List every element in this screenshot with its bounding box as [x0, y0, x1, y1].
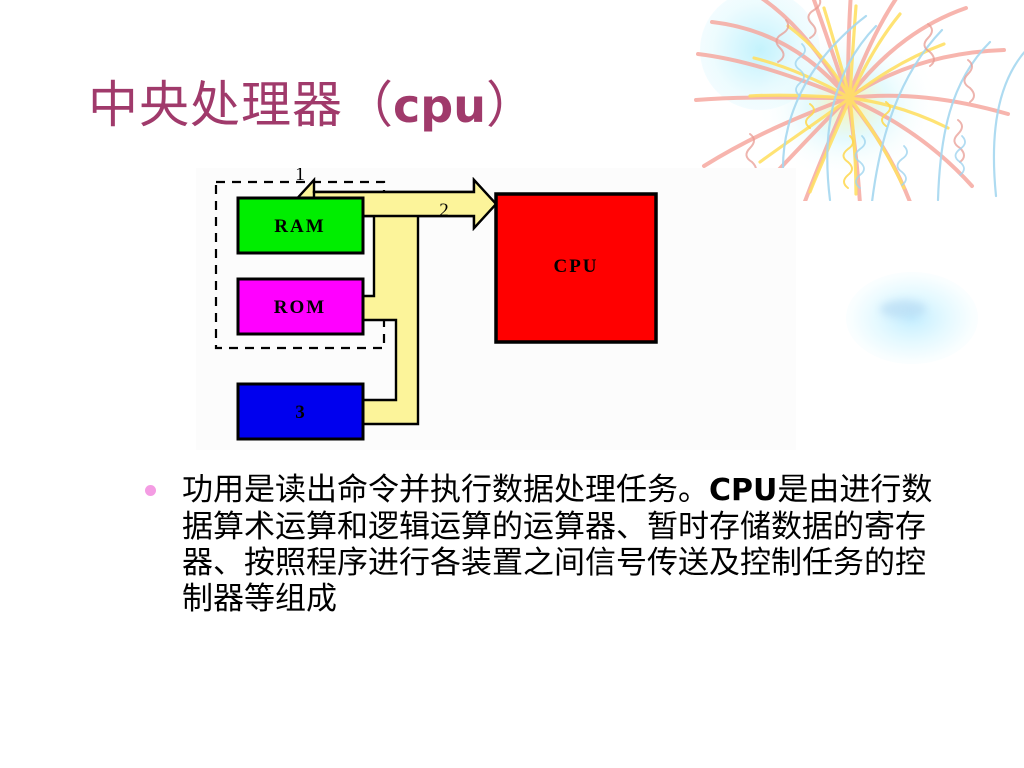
- body-bullet-block: 功用是读出命令并执行数据处理任务。CPU是由进行数据算术运算和逻辑运算的运算器、…: [138, 472, 938, 617]
- page-title: 中央处理器（cpu）: [88, 80, 708, 148]
- title-cjk-text: 中央处理器: [88, 77, 343, 133]
- rom-box: ROM: [236, 277, 365, 336]
- title-latin-text: cpu: [393, 79, 486, 133]
- svg-text:RAM: RAM: [274, 216, 325, 237]
- blue-wash-decoration: [700, 0, 820, 110]
- body-text-cpu: CPU: [709, 473, 778, 508]
- cpu-architecture-diagram: 2 1 RAM ROM 3 CPU: [196, 168, 796, 450]
- dashed-group-label: 1: [295, 168, 305, 185]
- svg-text:3: 3: [295, 402, 305, 423]
- device-box: 3: [236, 382, 365, 441]
- bus-label: 2: [439, 200, 449, 221]
- body-text-part2: 是由进行数据算术运算和逻辑运算的运算器、暂时存储数据的寄存器、按照程序进行各装置…: [182, 472, 933, 616]
- cpu-box: CPU: [494, 192, 658, 344]
- ram-box: RAM: [236, 196, 365, 255]
- title-paren-open: （: [343, 77, 393, 133]
- cyan-glow-decoration: [846, 272, 978, 364]
- body-text-part1: 功用是读出命令并执行数据处理任务。: [182, 472, 709, 507]
- bullet-point-icon: [145, 485, 156, 496]
- cyan-glow-core-decoration: [880, 300, 926, 318]
- body-paragraph: 功用是读出命令并执行数据处理任务。CPU是由进行数据算术运算和逻辑运算的运算器、…: [138, 472, 938, 617]
- title-paren-close: ）: [485, 77, 536, 133]
- svg-text:CPU: CPU: [553, 256, 598, 277]
- dashed-group-box: [214, 180, 386, 350]
- svg-text:ROM: ROM: [274, 297, 326, 318]
